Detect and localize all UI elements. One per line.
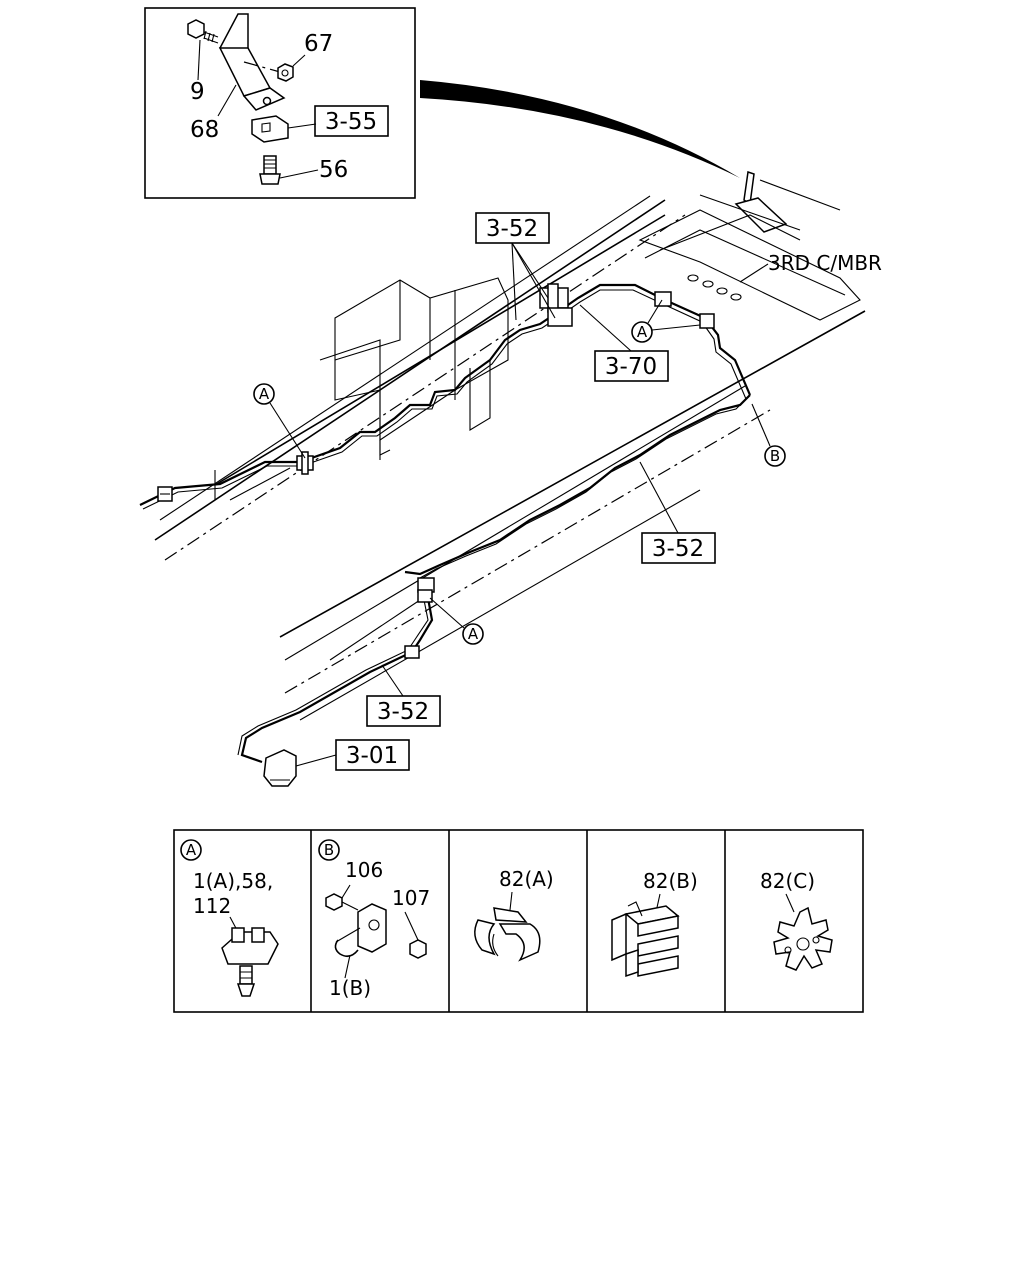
pipe-clip-82b-icon [611,901,680,978]
cell-text-3: 1(B) [329,976,371,1000]
clip-icon [699,313,715,329]
table-cell-82c: 82(C) [760,869,833,971]
push-clip-icon [221,927,279,997]
crossmember-holes [687,274,742,301]
cell-key-circle [180,839,202,861]
nut-67-icon [277,63,294,82]
pipe-clip-82a-icon [474,907,541,962]
parts-table: A 1(A),58, 112 B 106 107 1(B) [173,829,864,1013]
detail-pointer-arrow [420,80,740,178]
leader [429,597,465,629]
bolt-56-icon [259,155,281,185]
table-cell-82b: 82(B) [611,869,698,978]
leader-3-55 [287,123,317,129]
leader [739,263,769,283]
table-cell-82a: 82(A) [474,867,554,962]
cell-key-circle [318,839,340,861]
leader [511,242,517,321]
leader-67 [292,54,306,67]
clip-icon [296,451,314,475]
ref-3-55: 3-55 [325,109,377,135]
nut-centerline [243,61,281,73]
main-labels: 3-52 3-70 3RD C/MBR A A B 3-52 A [253,212,882,771]
clip-icon [404,645,420,659]
bracket-clip-icon [325,893,427,959]
ref-box-3-55 [314,105,389,137]
cell-key: B [324,841,334,859]
cell-text-1: 82(B) [643,869,698,893]
leader [341,884,351,899]
pipe-clip-82c-icon [773,906,833,971]
label-68: 68 [190,117,219,143]
leader [751,403,771,447]
clip-3-55-icon [251,115,289,143]
bolt-9-icon [187,19,219,44]
leader [785,893,795,913]
cell-text-1: 82(A) [499,867,554,891]
leader [404,911,419,941]
callout-b: B [770,447,780,465]
cell-text-2: 107 [392,886,430,910]
leader-56 [279,169,319,179]
callout-b-circle [764,445,786,467]
clip-icon [654,291,672,307]
cell-text-1: 106 [345,858,383,882]
bracket-68-icon [218,13,286,111]
label-56: 56 [319,157,348,183]
leader [509,891,513,911]
pipe-clips [157,283,715,787]
brake-pipes [139,283,752,764]
leader-68 [217,84,237,117]
ref-box-3-70 [594,350,669,382]
callout-a: A [468,625,479,643]
leader [511,242,549,299]
label-9: 9 [190,79,205,105]
table-cell-a: A 1(A),58, 112 [180,839,279,997]
leader-9 [197,39,201,81]
callout-a: A [259,385,270,403]
parts-table-frame [173,829,864,1013]
leader [269,402,306,459]
leader [344,954,351,979]
table-cell-b: B 106 107 1(B) [318,839,430,1000]
crossmember-bracket-icon [734,171,788,233]
cell-text-1: 82(C) [760,869,815,893]
callout-a-circle [462,623,484,645]
leader [647,299,663,324]
leader [651,324,701,331]
inset-frame [144,7,416,199]
cell-text-2: 112 [193,894,231,918]
callout-a: A [637,323,648,341]
label-67: 67 [304,31,333,57]
ref-3-70: 3-70 [605,354,657,380]
inset-detail: 9 68 67 3-55 [144,7,416,199]
leader [295,754,337,767]
brake-hose-icon [263,749,297,787]
ref-box-3-52-low [366,695,441,727]
ref-3-52-mid: 3-52 [652,536,704,562]
callout-a-circle [631,321,653,343]
chassis-frame [154,179,866,721]
cell-text-1: 1(A),58, [193,869,273,893]
crossmember-label: 3RD C/MBR [768,251,882,275]
callout-a-circle [253,383,275,405]
leader [511,242,556,319]
connector-icon [547,307,573,327]
clip-icon [157,486,173,502]
cell-key: A [186,841,197,859]
ref-3-52-low: 3-52 [377,699,429,725]
clip-icon [417,589,433,603]
ref-3-52-top: 3-52 [486,216,538,242]
leader [639,461,679,534]
leader [579,304,632,352]
ref-3-01: 3-01 [346,743,398,769]
leader [381,664,404,697]
ref-box-3-52-mid [641,532,716,564]
